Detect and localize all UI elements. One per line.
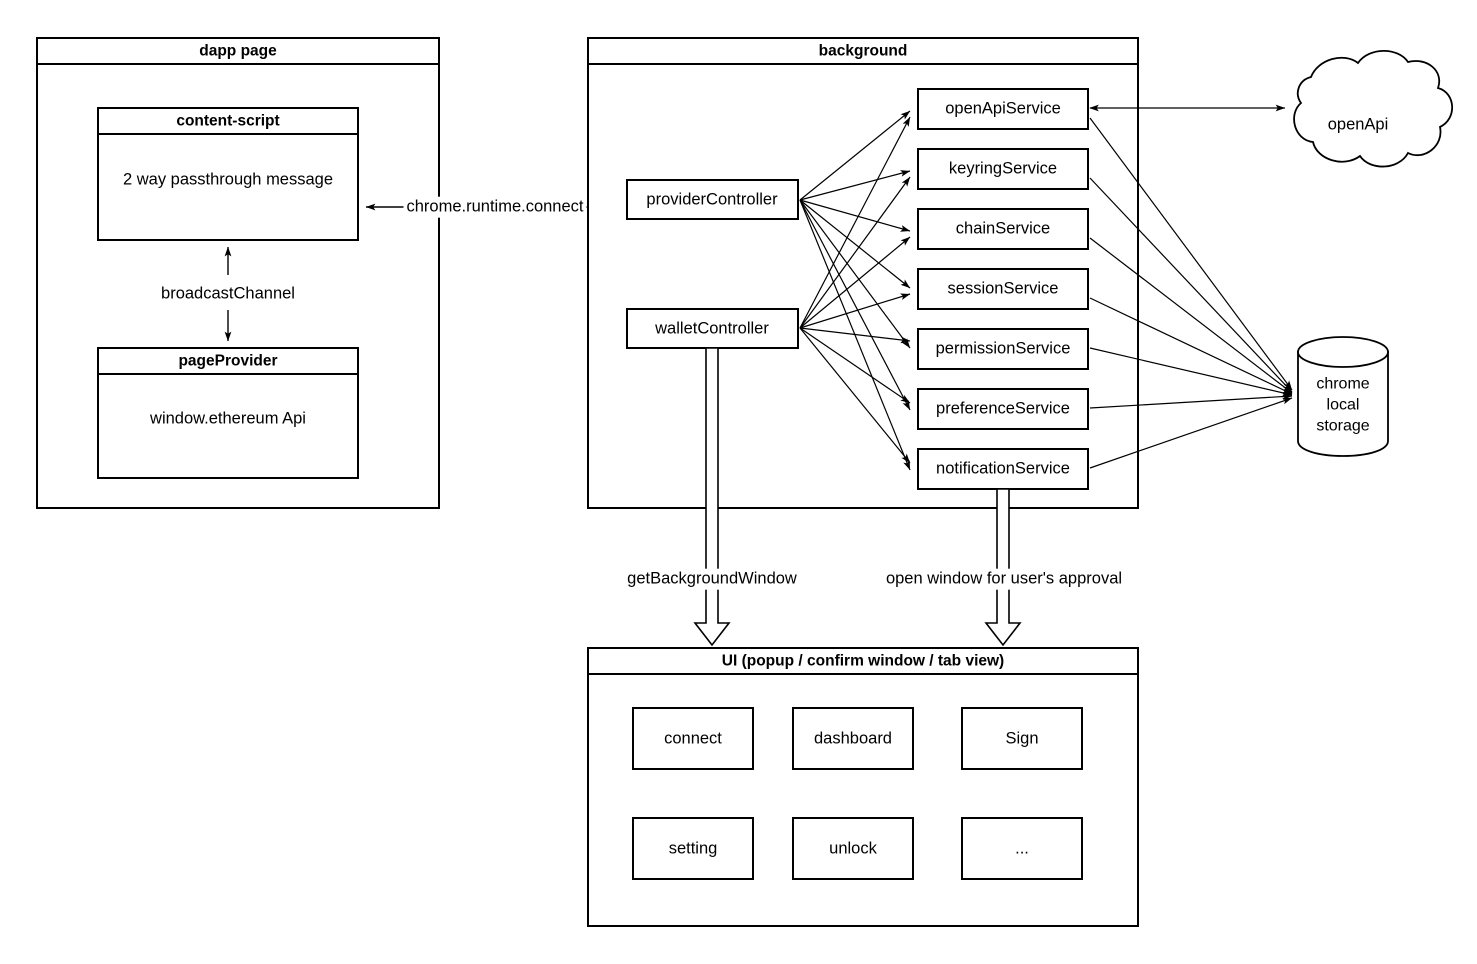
ui-view-setting[interactable]: setting xyxy=(668,839,718,858)
keyring-service-label: keyringService xyxy=(948,159,1058,178)
wallet-controller-box xyxy=(626,308,799,349)
broadcast-channel-label: broadcastChannel xyxy=(158,283,298,305)
provider-controller-box xyxy=(626,179,799,220)
chrome-local-storage-line-3: storage xyxy=(1316,417,1370,435)
provider-controller-label: providerController xyxy=(646,190,778,209)
content-script-title: content-script xyxy=(176,112,280,130)
chrome-local-storage-line-1: chrome xyxy=(1316,375,1370,393)
chrome-local-storage-label: chrome local storage xyxy=(1316,373,1369,436)
ui-title: UI (popup / confirm window / tab view) xyxy=(721,652,1005,670)
open-api-label: openApi xyxy=(1327,115,1389,134)
session-service-label: sessionService xyxy=(947,279,1059,298)
open-api-cloud xyxy=(1293,50,1454,168)
wallet-controller-edges xyxy=(799,116,911,464)
get-background-window-label: getBackgroundWindow xyxy=(624,568,800,590)
content-script-body: 2 way passthrough message xyxy=(122,170,334,189)
open-api-service-label: openApiService xyxy=(945,99,1061,118)
open-window-approval-label: open window for user's approval xyxy=(882,568,1126,590)
open-window-approval-arrow xyxy=(984,488,1022,647)
service-boxes xyxy=(917,88,1089,490)
wallet-controller-label: walletController xyxy=(655,319,769,338)
ui-view-boxes xyxy=(632,707,1083,880)
notification-service-label: notificationService xyxy=(936,459,1070,478)
get-background-window-arrow xyxy=(693,347,731,647)
preference-service-label: preferenceService xyxy=(936,399,1070,418)
chrome-local-storage-line-2: local xyxy=(1326,396,1360,414)
ui-view-dashboard[interactable]: dashboard xyxy=(814,729,892,748)
background-title: background xyxy=(818,42,908,60)
dapp-page-title: dapp page xyxy=(199,42,277,60)
page-provider-box xyxy=(97,347,359,479)
storage-edges xyxy=(1089,117,1293,469)
ui-view-sign[interactable]: Sign xyxy=(1005,729,1039,748)
chrome-runtime-connect-label: chrome.runtime.connect xyxy=(403,196,587,218)
page-provider-body: window.ethereum Api xyxy=(150,409,306,428)
content-script-box xyxy=(97,107,359,241)
chrome-local-storage-cylinder xyxy=(1297,336,1389,457)
chain-service-label: chainService xyxy=(955,219,1051,238)
ui-view-unlock[interactable]: unlock xyxy=(829,839,877,858)
ui-view-connect[interactable]: connect xyxy=(664,729,722,748)
permission-service-label: permissionService xyxy=(935,339,1071,358)
page-provider-title: pageProvider xyxy=(178,352,278,370)
ui-container xyxy=(587,647,1139,927)
ui-view-ellipsis[interactable]: ... xyxy=(1015,839,1029,858)
